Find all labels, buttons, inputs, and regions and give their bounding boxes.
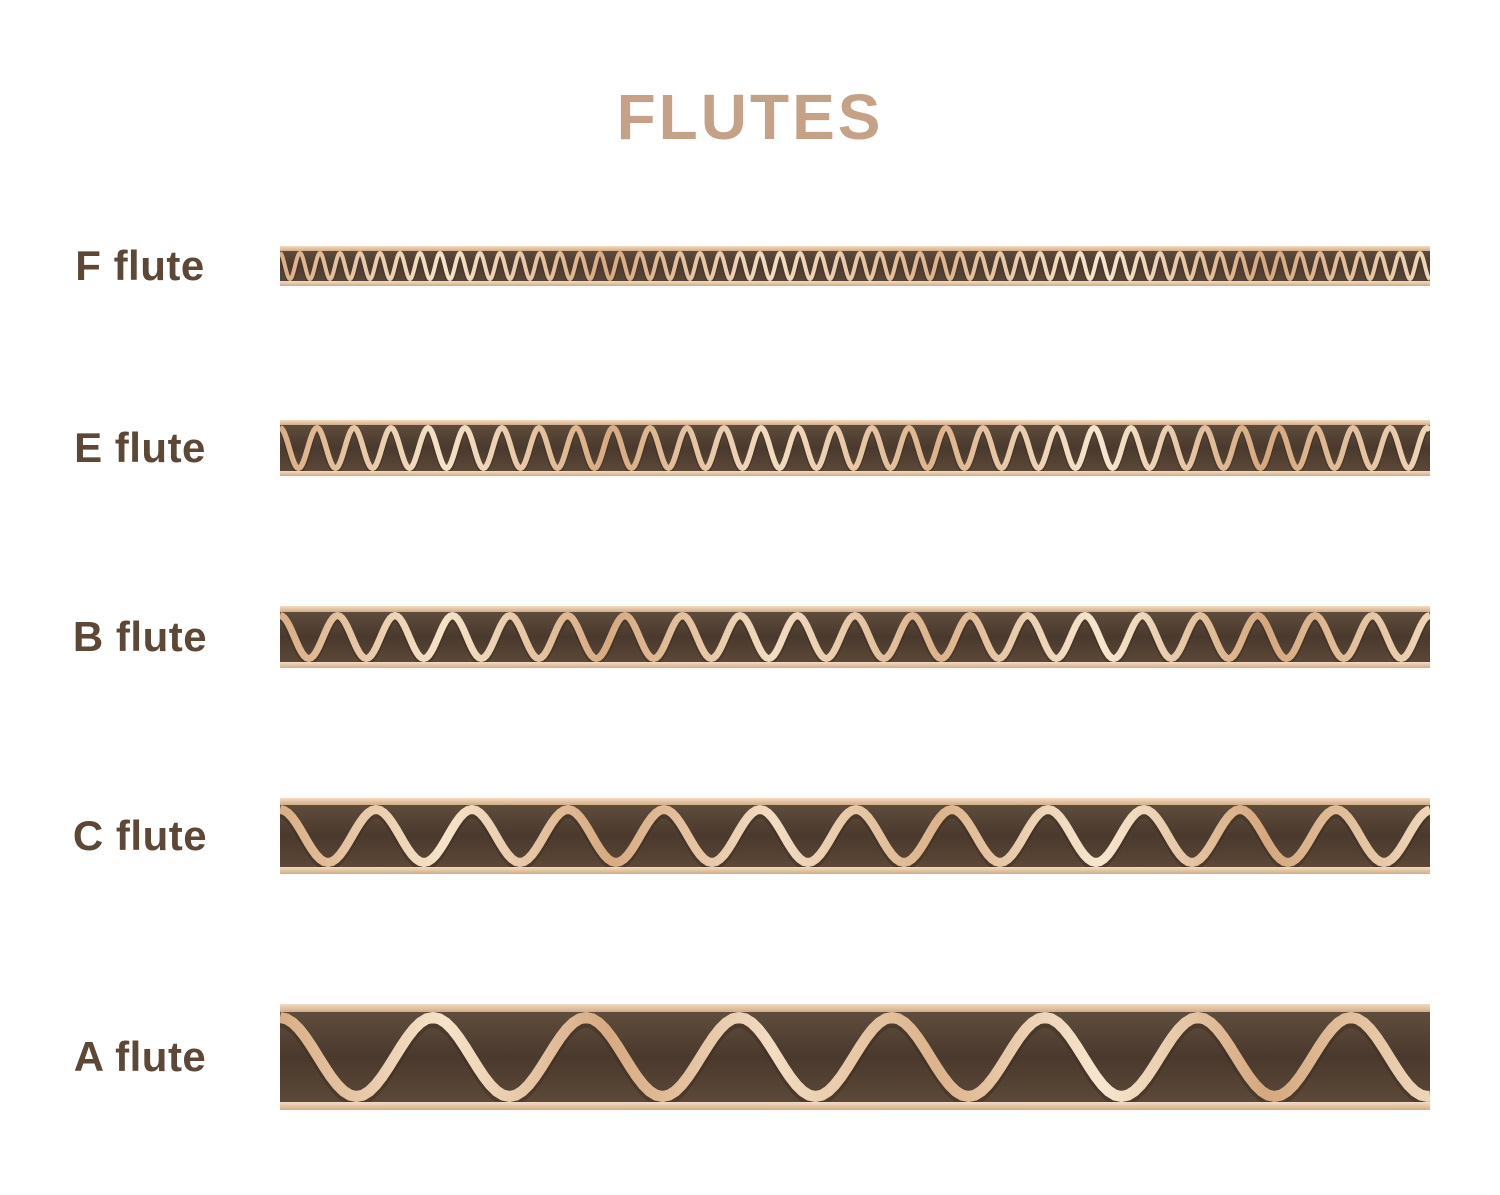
liner-bottom — [280, 1102, 1430, 1110]
flute-row-b: B flute — [0, 606, 1500, 668]
flute-wave — [280, 1011, 1430, 1103]
flute-label: B flute — [72, 613, 208, 660]
flute-label: C flute — [72, 812, 208, 859]
flute-strip — [280, 1004, 1430, 1110]
liner-bottom — [280, 867, 1430, 874]
liner-top — [280, 246, 1430, 251]
liner-bottom — [280, 281, 1430, 286]
flute-strip — [280, 606, 1430, 668]
liner-top — [280, 420, 1430, 425]
liner-top — [280, 798, 1430, 805]
flute-wave — [280, 804, 1430, 868]
liner-bottom — [280, 662, 1430, 668]
liner-top — [280, 606, 1430, 612]
corrugated-strip-svg — [280, 798, 1430, 874]
flute-strip — [280, 420, 1430, 476]
flute-label: A flute — [73, 1033, 207, 1080]
corrugated-strip-svg — [280, 420, 1430, 476]
flute-row-e: E flute — [0, 420, 1500, 476]
corrugated-strip-svg — [280, 1004, 1430, 1110]
flute-row-f: F flute — [0, 242, 1500, 290]
flute-label: F flute — [75, 242, 205, 289]
flute-rows: F flute E flute B flute C flute A flute — [0, 242, 1500, 1110]
flute-strip — [280, 798, 1430, 874]
flute-row-c: C flute — [0, 798, 1500, 874]
flute-wave — [280, 424, 1430, 472]
corrugated-strip-svg — [280, 246, 1430, 286]
liner-top — [280, 1004, 1430, 1012]
flute-label: E flute — [74, 424, 206, 471]
flute-wave — [280, 250, 1430, 282]
liner-bottom — [280, 471, 1430, 476]
page-title: FLUTES — [616, 81, 884, 153]
flute-strip — [280, 246, 1430, 286]
corrugated-strip-svg — [280, 606, 1430, 668]
flute-wave — [280, 611, 1430, 663]
flute-row-a: A flute — [0, 1004, 1500, 1110]
